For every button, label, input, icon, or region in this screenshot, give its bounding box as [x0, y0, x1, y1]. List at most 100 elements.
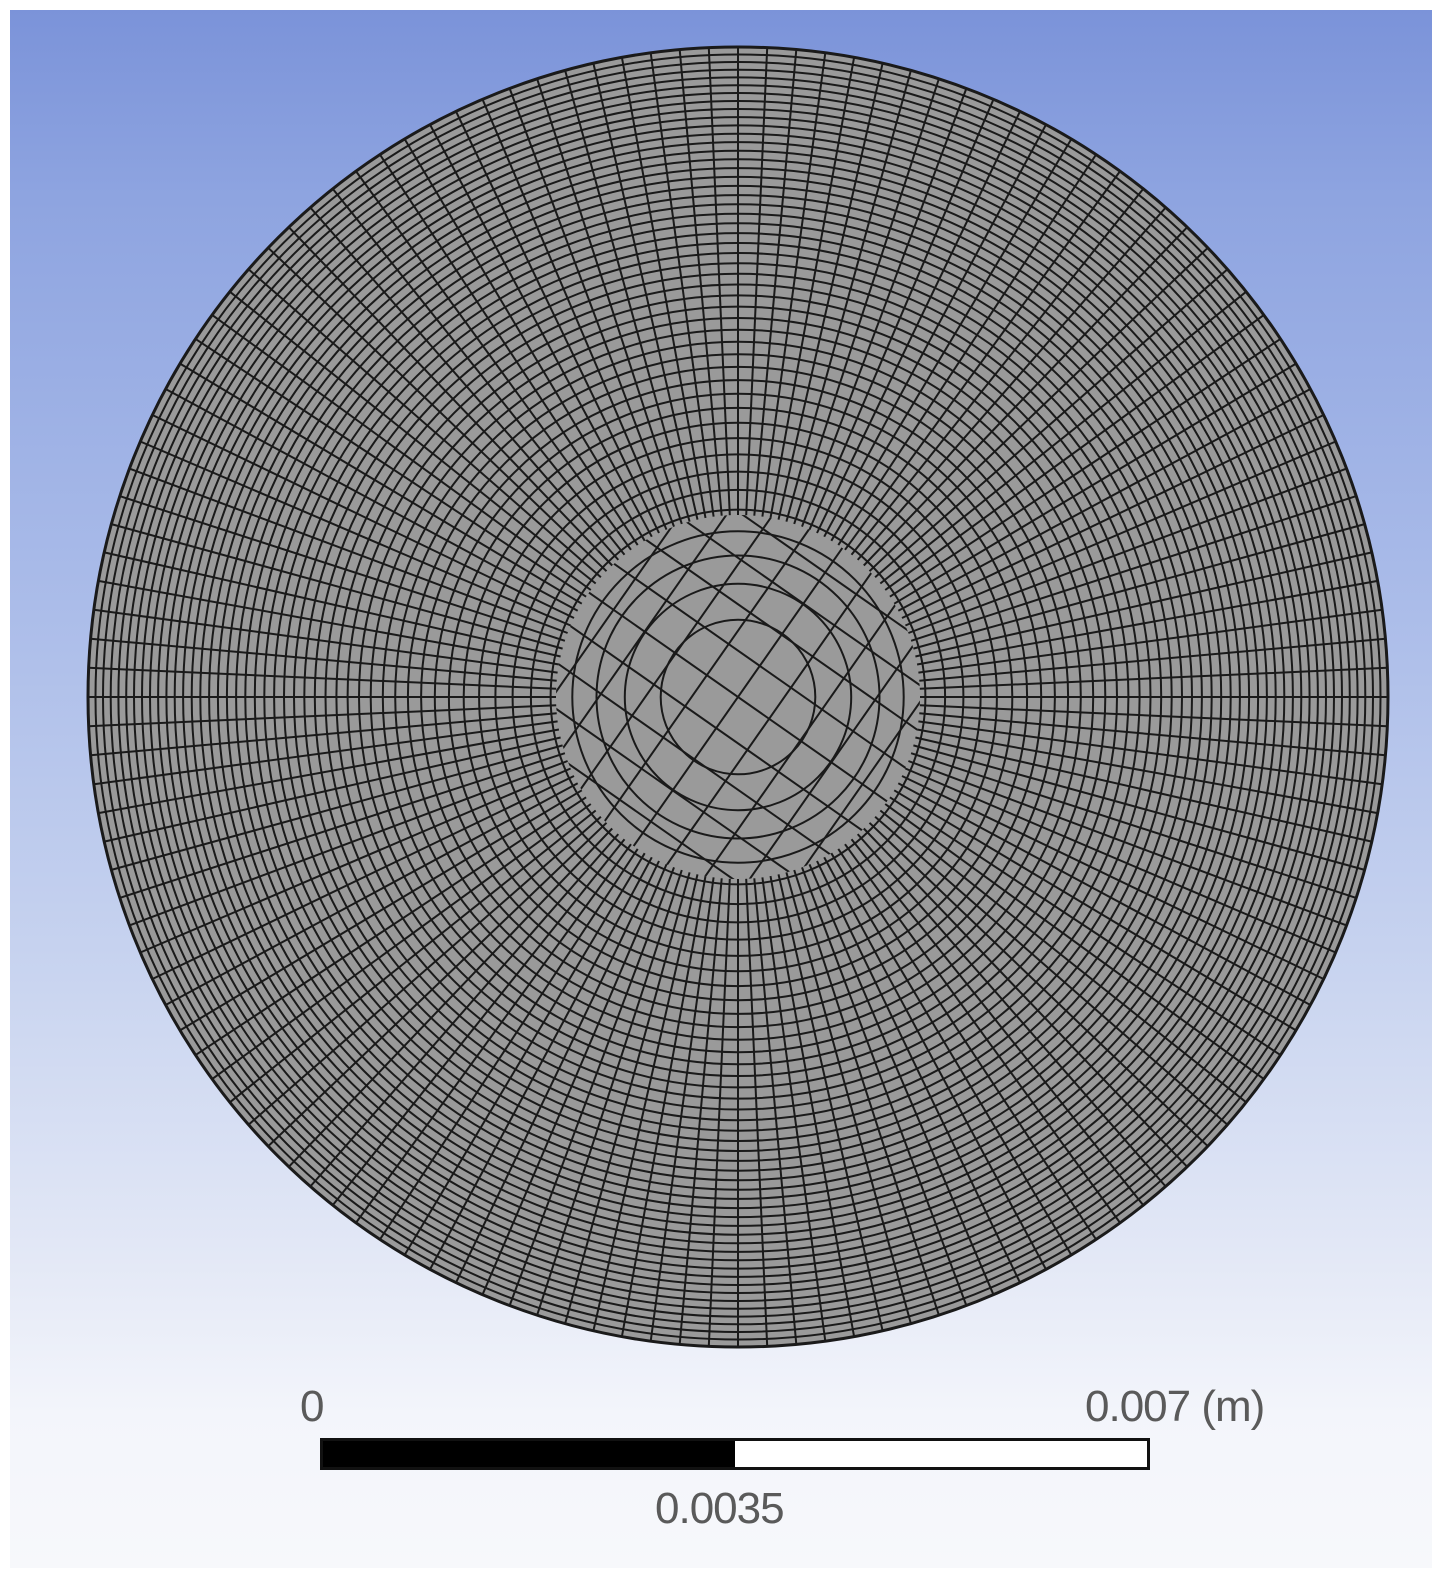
mesh-core-line — [588, 591, 888, 803]
mesh-core-line — [566, 622, 866, 834]
mesh-spoke — [179, 362, 583, 605]
mesh-spoke — [111, 744, 563, 871]
mesh-spoke — [801, 867, 968, 1306]
mesh-spoke — [868, 247, 1209, 572]
mesh-spoke — [777, 63, 884, 520]
mesh-spoke — [874, 815, 1229, 1126]
mesh-spoke — [151, 775, 575, 980]
mesh-spoke — [915, 551, 1372, 658]
mesh-spoke — [429, 856, 653, 1270]
mesh-spoke — [761, 52, 827, 517]
mesh-spoke — [707, 47, 731, 516]
mesh-spoke — [893, 789, 1297, 1032]
mesh-spoke — [913, 523, 1365, 650]
mesh-view[interactable] — [10, 10, 1432, 1370]
mesh-spoke — [93, 720, 558, 786]
mesh-spoke — [649, 52, 715, 517]
mesh-spoke — [905, 767, 1337, 954]
mesh-spoke — [678, 878, 723, 1345]
mesh-spoke — [90, 637, 557, 682]
mesh-ring — [623, 582, 853, 812]
mesh-spoke — [801, 88, 968, 527]
mesh-spoke — [830, 138, 1073, 542]
mesh-spoke — [837, 848, 1097, 1241]
mesh-spoke — [309, 833, 620, 1188]
mesh-spoke — [592, 63, 699, 520]
mesh-spoke — [267, 822, 608, 1147]
mesh-spoke — [844, 170, 1121, 551]
mesh-ring — [659, 618, 817, 776]
mesh-spoke — [288, 226, 613, 567]
mesh-spoke — [379, 848, 639, 1241]
mesh-spoke — [194, 338, 587, 598]
mesh-spoke — [916, 728, 1378, 815]
mesh-spoke — [98, 579, 560, 666]
mesh-spoke — [481, 864, 668, 1296]
mesh-spoke — [151, 414, 575, 619]
mesh-spoke — [508, 88, 675, 527]
mesh-spoke — [119, 495, 566, 642]
mesh-spoke — [309, 206, 620, 561]
mesh-spoke — [129, 467, 568, 634]
mesh-spoke — [229, 290, 597, 585]
mesh-spoke — [211, 314, 592, 591]
scale-max-label: 0.007 (m) — [1085, 1382, 1265, 1431]
mesh-spoke — [816, 110, 1021, 534]
mesh-spoke — [823, 124, 1047, 538]
mesh-spoke — [104, 736, 561, 843]
graphics-viewport[interactable]: 0 0.007 (m) 0.0035 — [10, 10, 1432, 1568]
mesh-spoke — [104, 551, 561, 658]
mesh-spoke — [592, 874, 699, 1331]
mesh-spoke — [856, 206, 1167, 561]
mesh-spoke — [918, 608, 1383, 674]
mesh-spoke — [901, 414, 1325, 619]
mesh-spoke — [288, 827, 613, 1168]
mesh-spoke — [761, 877, 827, 1342]
mesh-spoke — [247, 815, 602, 1126]
mesh-spoke — [678, 49, 723, 516]
mesh-spoke — [901, 775, 1325, 980]
mesh-spoke — [229, 809, 597, 1104]
mesh-spoke — [355, 843, 632, 1224]
mesh-spoke — [844, 843, 1121, 1224]
mesh-spoke — [910, 752, 1357, 899]
mesh-spoke — [769, 57, 856, 519]
mesh-spoke — [905, 440, 1337, 627]
mesh-spoke — [111, 523, 563, 650]
mesh-spoke — [745, 47, 769, 516]
mesh-spoke — [897, 388, 1311, 612]
mesh-spoke — [913, 744, 1365, 871]
mesh-core-line — [522, 685, 823, 896]
mesh-spoke — [850, 188, 1145, 556]
mesh-spoke — [793, 78, 940, 525]
mesh-spoke — [856, 833, 1167, 1188]
mesh-spoke — [908, 467, 1347, 634]
mesh-spoke — [331, 838, 626, 1206]
mesh-spoke — [403, 852, 646, 1256]
mesh-spoke — [823, 856, 1047, 1270]
mesh-spoke — [620, 875, 707, 1337]
mesh-spoke — [139, 767, 571, 954]
scale-bar — [320, 1438, 1150, 1470]
mesh-spoke — [793, 869, 940, 1316]
mesh-core-line — [663, 569, 875, 869]
mesh-spoke — [863, 827, 1188, 1168]
mesh-spoke — [884, 314, 1265, 591]
mesh-spoke — [918, 720, 1383, 786]
mesh-spoke — [267, 247, 608, 572]
mesh-spoke — [753, 49, 798, 516]
mesh-spoke — [331, 188, 626, 556]
mesh-spoke — [90, 712, 557, 757]
mesh-spoke — [777, 874, 884, 1331]
mesh-spoke — [808, 864, 995, 1296]
mesh-spoke — [910, 495, 1357, 642]
mesh-spoke — [850, 838, 1145, 1206]
mesh-edges — [87, 46, 1389, 1348]
mesh-spoke — [481, 98, 668, 530]
mesh-spoke — [893, 362, 1297, 605]
mesh-spoke — [707, 878, 731, 1347]
mesh-spoke — [98, 728, 560, 815]
scale-mid-label: 0.0035 — [655, 1484, 785, 1533]
mesh-spoke — [830, 852, 1073, 1256]
mesh-spoke — [179, 789, 583, 1032]
